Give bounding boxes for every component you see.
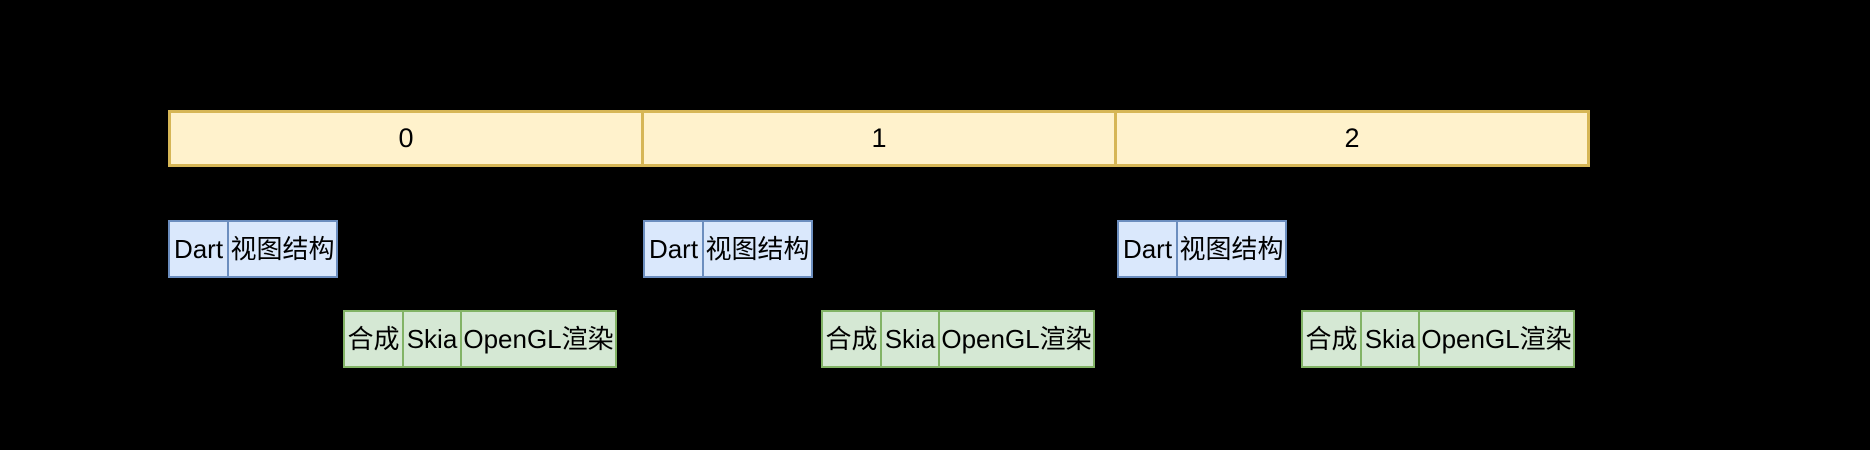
opengl-render-cell: OpenGL渲染 [463,324,614,354]
dart-cell: Dart [170,222,229,276]
view-structure-cell: 视图结构 [230,234,335,264]
opengl-render-cell: OpenGL渲染 [941,324,1092,354]
frame-timeline-bar: 0 1 2 [168,110,1590,167]
dart-cell: Dart [645,222,704,276]
frame-cell-2: 2 [1117,113,1587,164]
view-structure-cell: 视图结构 [705,234,810,264]
composite-cell: 合成 [345,312,404,366]
frame-cell-1: 1 [644,113,1117,164]
frame-cell-0: 0 [171,113,644,164]
raster-thread-box-1: 合成 Skia OpenGL渲染 [821,310,1095,368]
dart-cell: Dart [1119,222,1178,276]
frame-label-1: 1 [871,123,887,153]
ui-thread-box-2: Dart 视图结构 [1117,220,1287,278]
raster-thread-box-2: 合成 Skia OpenGL渲染 [1301,310,1575,368]
composite-cell: 合成 [823,312,882,366]
skia-cell: Skia [404,312,462,366]
frame-label-0: 0 [398,123,414,153]
frame-label-2: 2 [1344,123,1360,153]
skia-cell: Skia [882,312,940,366]
skia-cell: Skia [1362,312,1420,366]
composite-cell: 合成 [1303,312,1362,366]
opengl-render-cell: OpenGL渲染 [1421,324,1572,354]
ui-thread-box-1: Dart 视图结构 [643,220,813,278]
raster-thread-box-0: 合成 Skia OpenGL渲染 [343,310,617,368]
view-structure-cell: 视图结构 [1179,234,1284,264]
ui-thread-box-0: Dart 视图结构 [168,220,338,278]
